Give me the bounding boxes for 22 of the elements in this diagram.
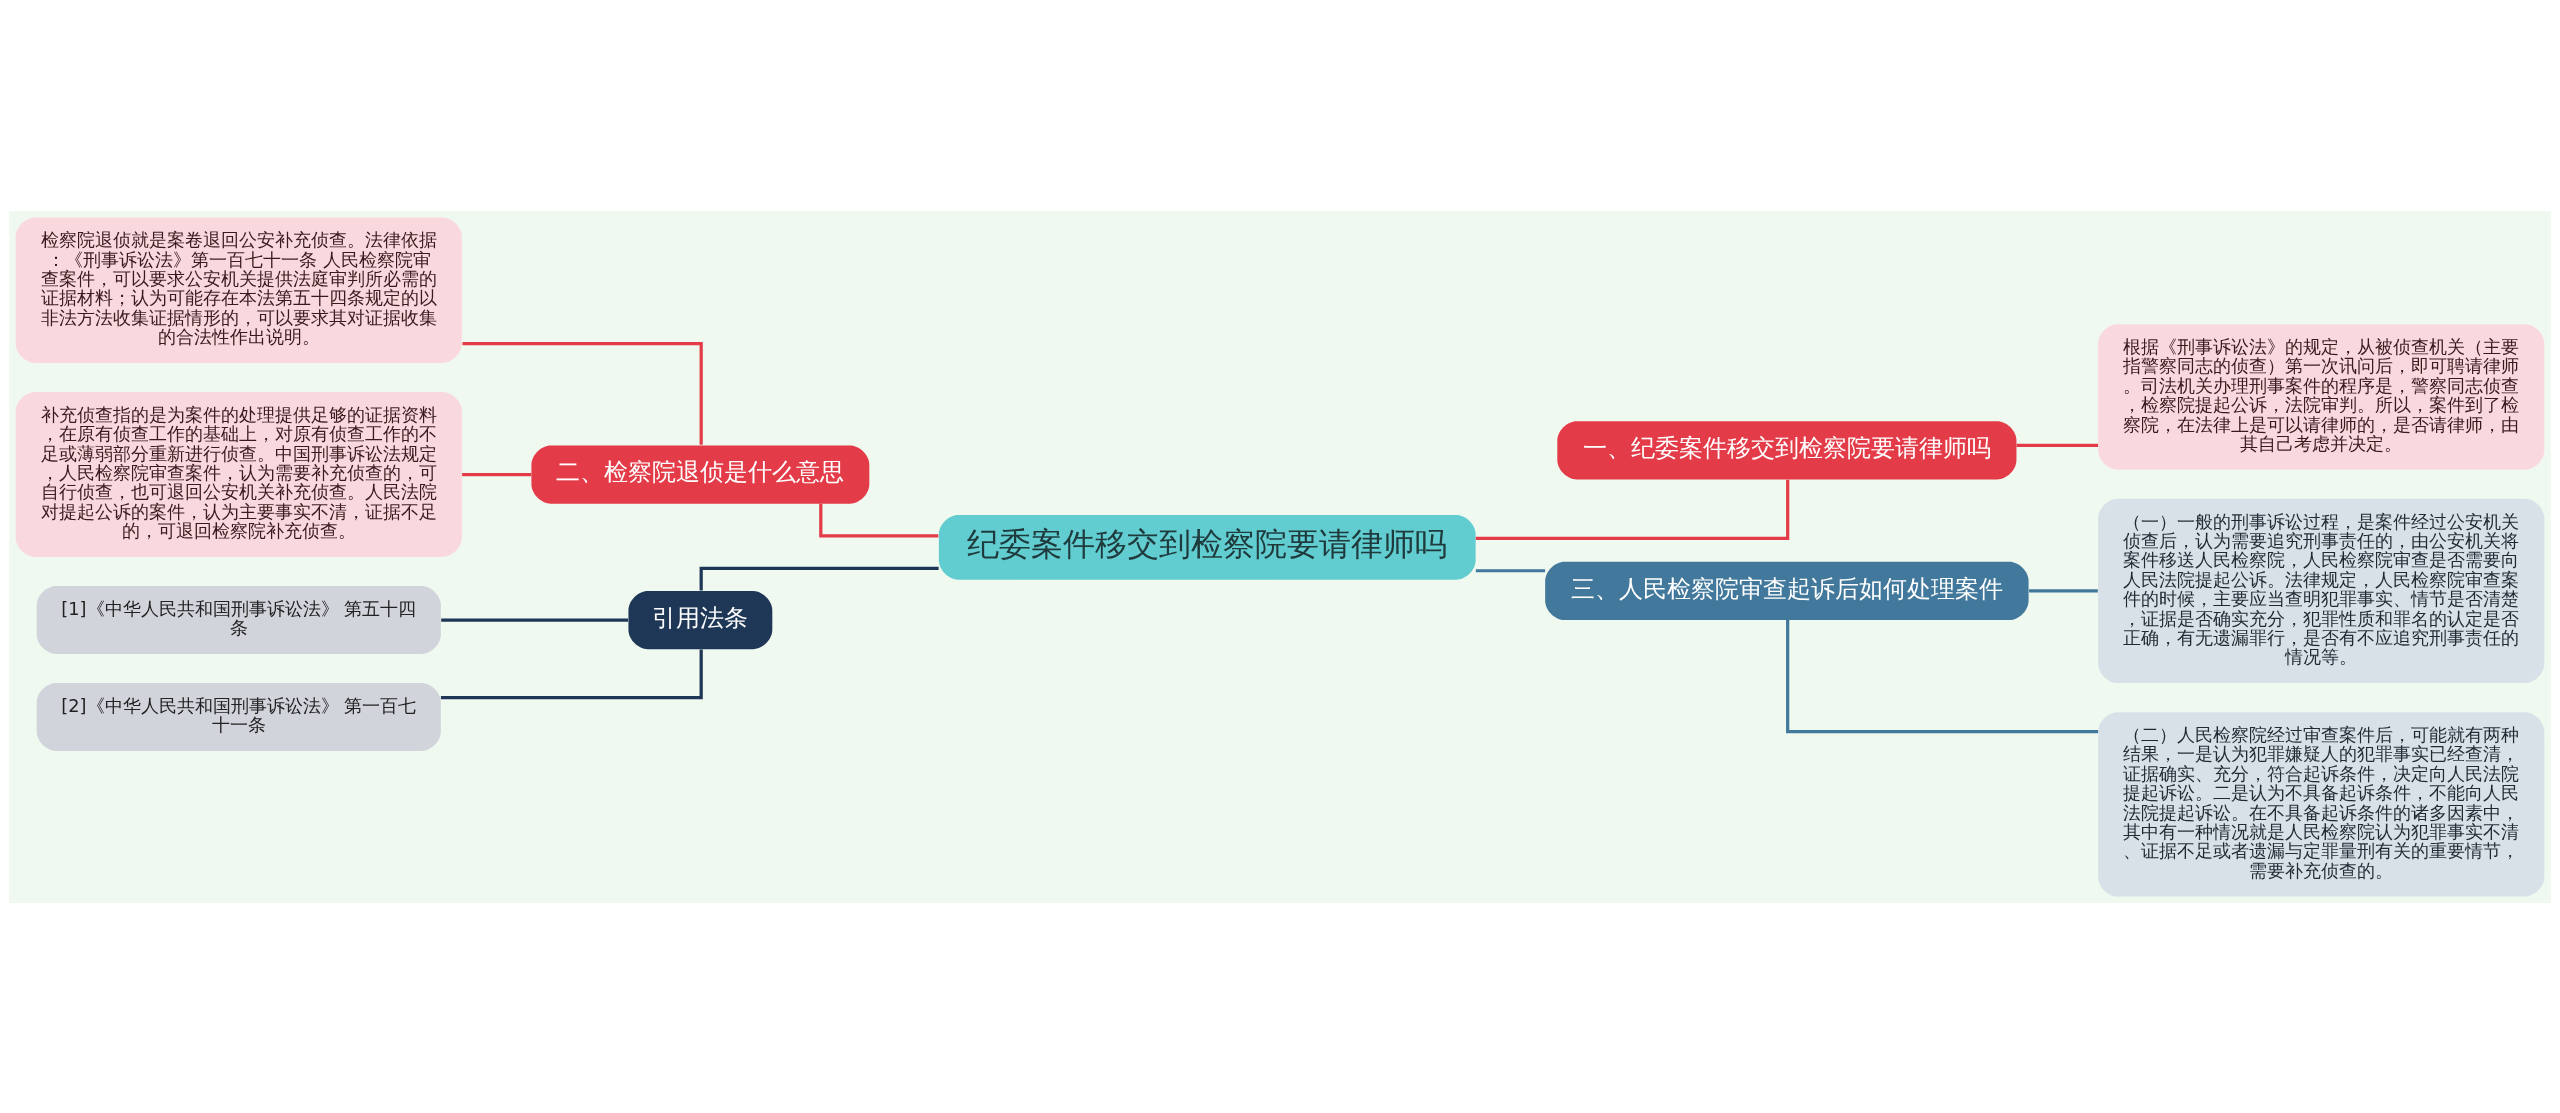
node-box: [1]《中华人民共和国刑事诉讼法》 第五十四条 (36, 585, 441, 654)
node-box: 根据《刑事诉讼法》的规定，从被侦查机关（主要指警察同志的侦查）第一次讯问后，即可聘请律师。司法机关办理刑事案件的程序是，警察同志侦查，检察院提起公诉，法院审判。所以，案件到了检察院，在法律上是可以请律师的，是否请律师，由其自己考虑并决定。 (2098, 323, 2545, 470)
node-box: 纪委案件移交到检察院要请律师吗 (938, 514, 1476, 580)
connector (462, 341, 703, 445)
connector (1786, 619, 2099, 733)
connector (462, 472, 532, 476)
node-box: （二）人民检察院经过审查案件后，可能就有两种结果，一是认为犯罪嫌疑人的犯罪事实已经查清，证据确实、充分，符合起诉条件，决定向人民法院提起诉讼。二是认为不具备起诉条件，不能向人民法院提起诉讼。在不具备起诉条件的诸多因素中，其中有一种情况就是人民检察院认为犯罪事实不清、证据不足或者遗漏与定罪量刑有关的重要情节，需要补充侦查的。 (2098, 711, 2545, 897)
connector (699, 566, 939, 591)
connector (2029, 588, 2098, 593)
connector (441, 617, 628, 622)
node-box: （一）一般的刑事诉讼过程，是案件经过公安机关侦查后，认为需要追究刑事责任的，由公安机关将案件移送人民检察院，人民检察院审查是否需要向人民法院提起公诉。法律规定，人民检察院审查案件的时候，主要应当查明犯罪事实、情节是否清楚，证据是否确实充分，犯罪性质和罪名的认定是否正确，有无遗漏罪行，是否有不应追究刑事责任的情况等。 (2098, 498, 2545, 683)
node-box: 二、检察院退侦是什么意思 (531, 444, 870, 504)
connector (440, 648, 703, 699)
node-box: 一、纪委案件移交到检察院要请律师吗 (1557, 420, 2017, 479)
node-box: [2]《中华人民共和国刑事诉讼法》 第一百七十一条 (36, 682, 441, 751)
node-box: 三、人民检察院审查起诉后如何处理案件 (1545, 561, 2029, 620)
node-box: 补充侦查指的是为案件的处理提供足够的证据资料，在原有侦查工作的基础上，对原有侦查工作的不足或薄弱部分重新进行侦查。中国刑事诉讼法规定，人民检察院审查案件，认为需要补充侦查的，可自行侦查，也可退回公安机关补充侦查。人民法院对提起公诉的案件，认为主要事实不清，证据不足的，可退回检察院补充侦查。 (15, 391, 462, 557)
node-box: 检察院退侦就是案卷退回公安补充侦查。法律依据：《刑事诉讼法》第一百七十一条 人民检察院审查案件，可以要求公安机关提供法庭审判所必需的证据材料；认为可能存在本法第五十四条规定的以非法方法收集证据情形的，可以要求其对证据收集的合法性作出说明。 (15, 216, 462, 363)
connector (1475, 479, 1790, 540)
connector (2016, 443, 2099, 447)
connector (1475, 568, 1546, 572)
node-box: 引用法条 (628, 590, 773, 649)
